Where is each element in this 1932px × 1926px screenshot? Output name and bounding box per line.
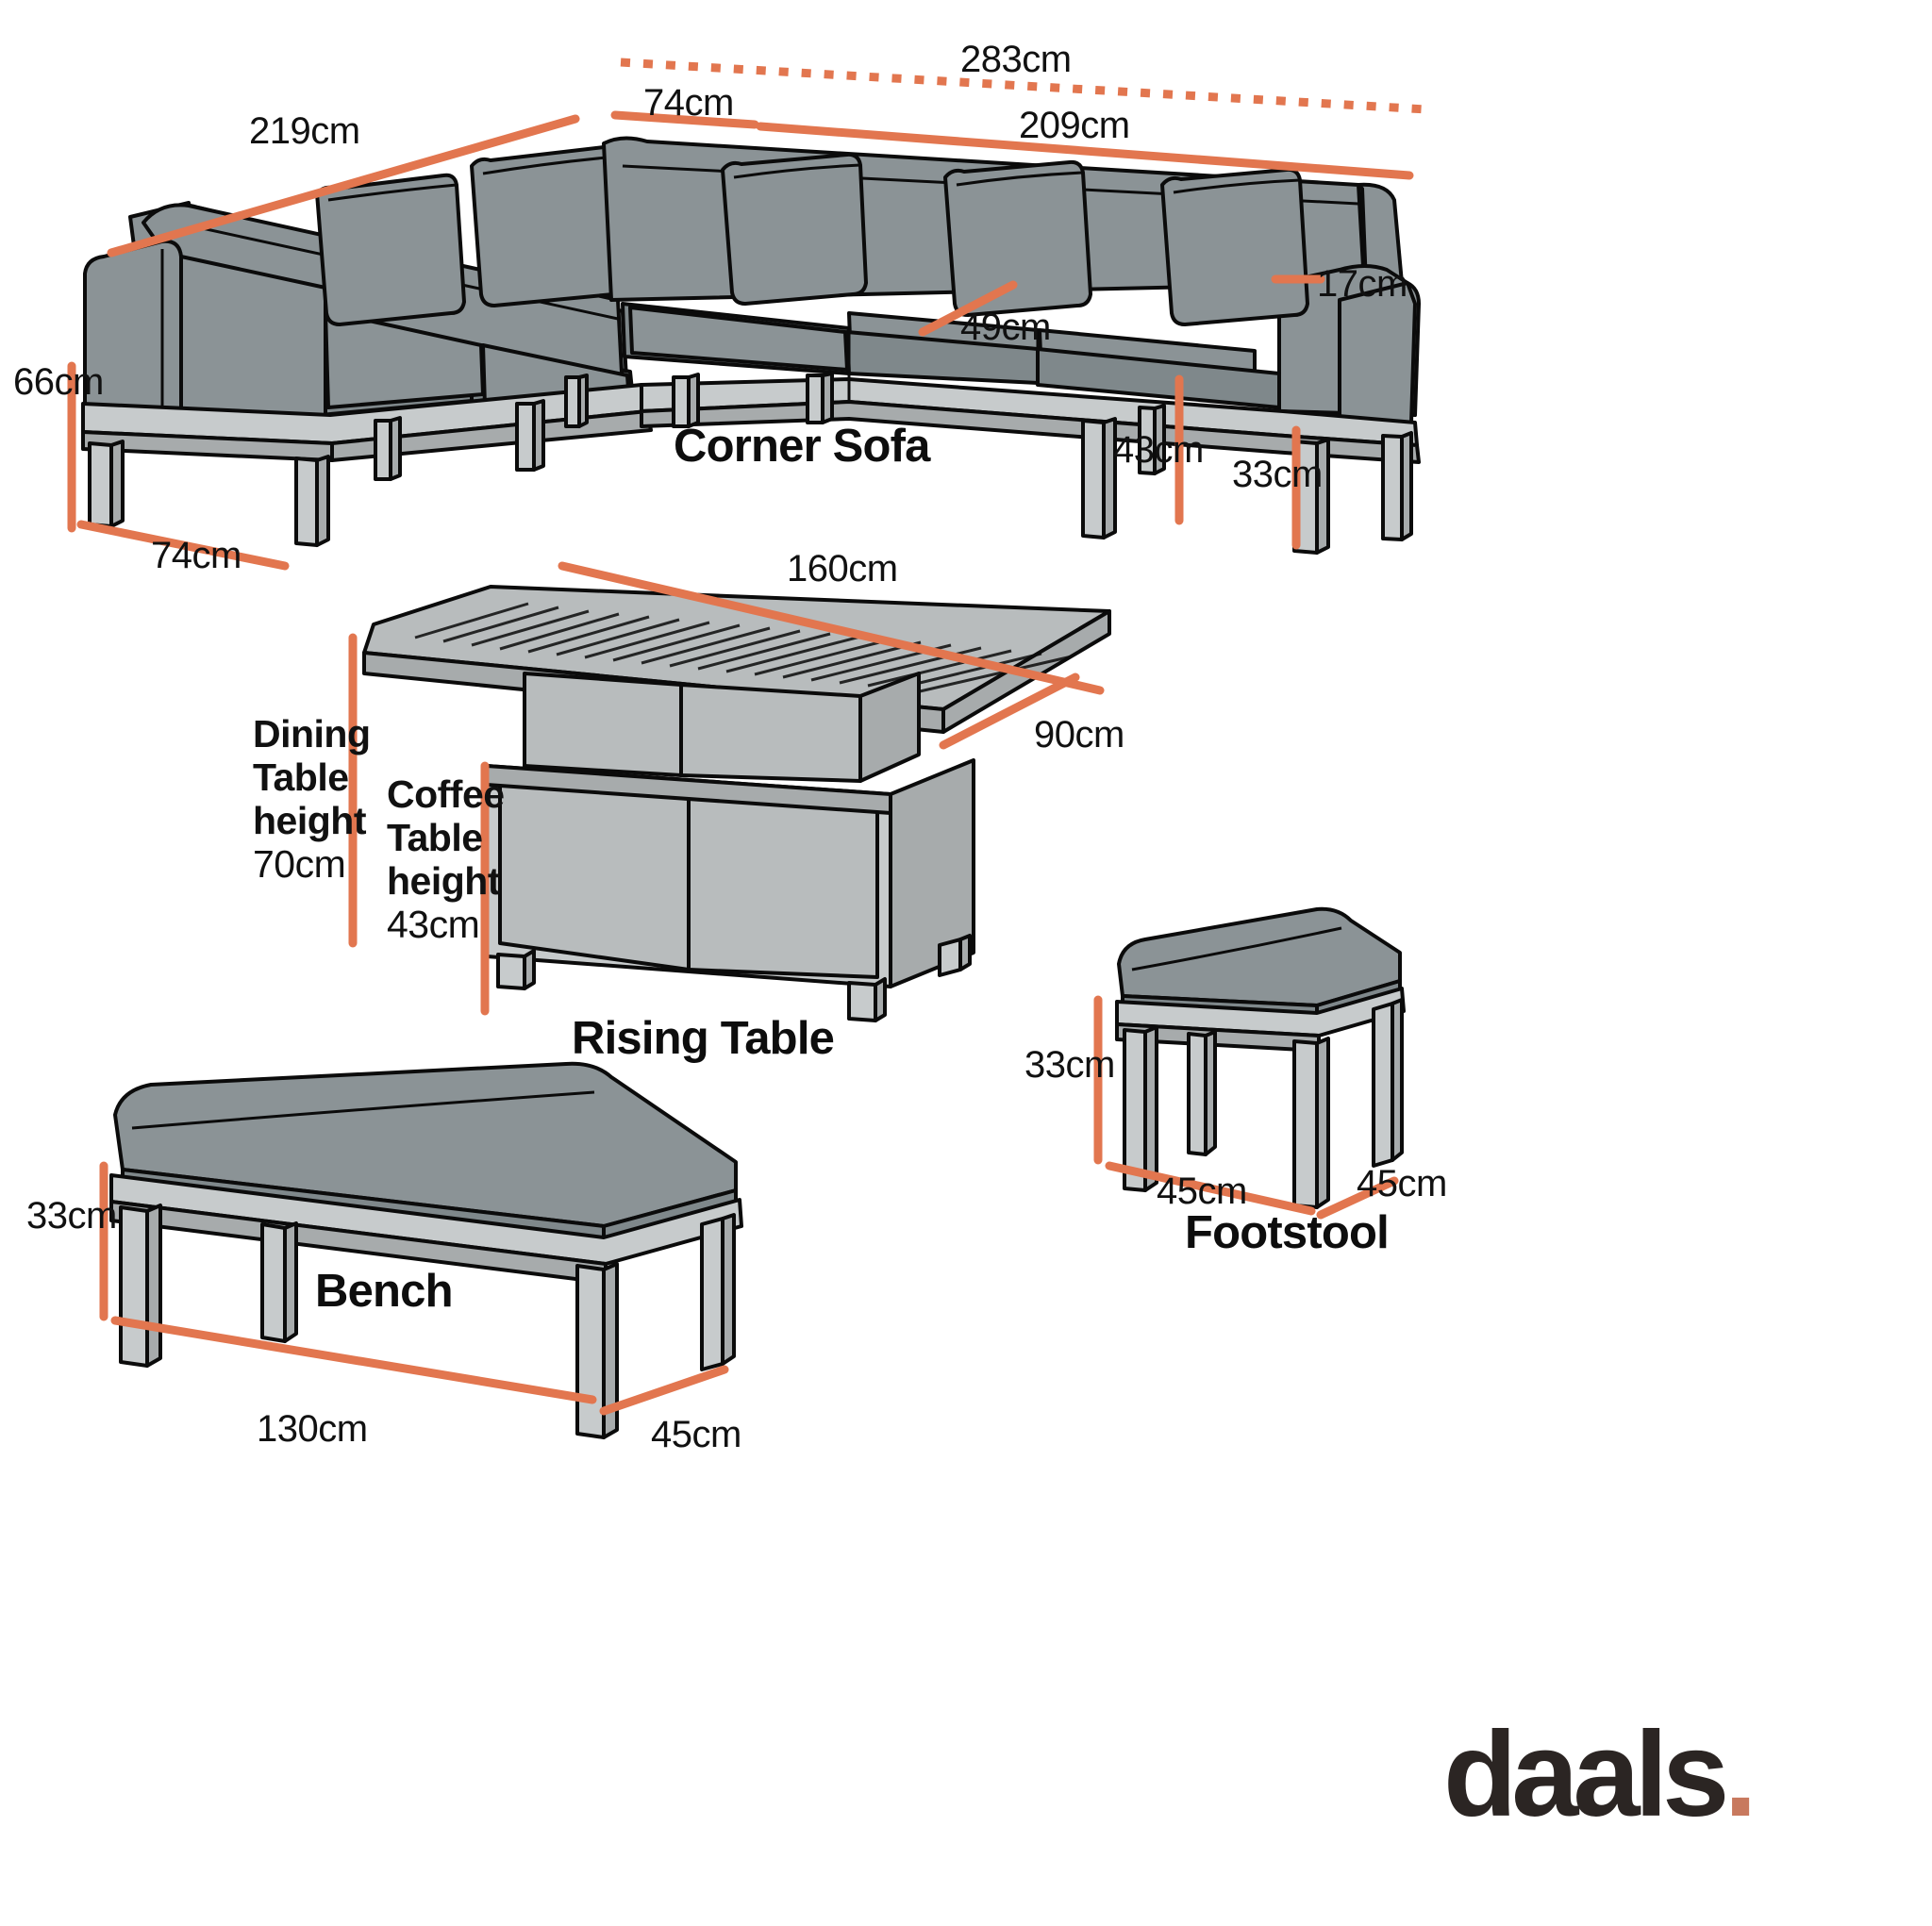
dimension-label-bench-length: 130cm: [257, 1408, 368, 1450]
dining-line-3: height: [253, 798, 366, 842]
coffee-line-1: Coffee: [387, 772, 505, 816]
dim-219: [107, 114, 580, 257]
dining-line-1: Dining: [253, 712, 371, 755]
dimension-label-sofa-arm-width: 17cm: [1317, 263, 1407, 305]
dimension-label-bench-height: 33cm: [26, 1195, 117, 1237]
bench-dimension-lines: [99, 1161, 729, 1416]
logo-wordmark: daals: [1443, 1707, 1729, 1842]
dim-209: [756, 122, 1414, 180]
dimension-label-sofa-depth: 74cm: [151, 535, 242, 576]
dimension-label-sofa-left-width: 219cm: [249, 110, 360, 152]
logo-dot: .: [1724, 1707, 1757, 1842]
dining-value: 70cm: [253, 841, 346, 886]
footstool-dimension-lines: [1093, 995, 1399, 1220]
dimension-label-sofa-corner-width: 74cm: [643, 82, 734, 124]
dimension-label-footstool-depth: 45cm: [1357, 1163, 1447, 1204]
dimension-label-sofa-seat-depth: 49cm: [960, 307, 1051, 348]
product-title-corner-sofa: Corner Sofa: [674, 421, 930, 472]
dimension-label-sofa-right-width: 209cm: [1019, 105, 1130, 146]
dim-49: [918, 280, 1018, 337]
product-title-bench: Bench: [315, 1266, 454, 1317]
coffee-value: 43cm: [387, 902, 480, 946]
dim-foot-45w: [1105, 1161, 1316, 1216]
dimension-label-table-depth: 90cm: [1034, 714, 1124, 755]
dimension-label-sofa-arm-height: 43cm: [1113, 429, 1204, 471]
dim-foot-45d: [1316, 1176, 1399, 1220]
dimension-label-bench-depth: 45cm: [651, 1414, 741, 1455]
corner-sofa-illustration: [81, 136, 1421, 555]
dining-line-2: Table: [253, 755, 349, 799]
dim-74-top: [610, 110, 759, 129]
dim-bench-130: [110, 1316, 597, 1404]
footstool-illustration: [1115, 906, 1406, 1209]
dim-74-depth: [76, 520, 290, 571]
dimension-label-footstool-height: 33cm: [1024, 1044, 1115, 1086]
dimension-label-sofa-overall-width: 283cm: [960, 39, 1072, 80]
coffee-line-2: Table: [387, 815, 483, 859]
dimension-label-table-length: 160cm: [787, 548, 898, 589]
dim-bench-45: [599, 1365, 729, 1416]
dimension-label-sofa-seat-height: 33cm: [1232, 454, 1323, 495]
rising-table-dimension-lines: [348, 561, 1105, 1016]
bench-illustration: [109, 1061, 743, 1439]
dimension-label-dining-table-height: Dining Table height 70cm: [253, 712, 371, 887]
product-title-rising-table: Rising Table: [572, 1013, 835, 1064]
corner-sofa-dimension-lines: [67, 58, 1427, 571]
coffee-line-3: height: [387, 858, 500, 903]
product-title-footstool: Footstool: [1185, 1207, 1390, 1258]
dimension-label-sofa-back-height: 66cm: [13, 361, 104, 403]
dim-160: [558, 561, 1105, 695]
dimension-label-coffee-table-height: Coffee Table height 43cm: [387, 772, 505, 947]
dimension-label-footstool-width: 45cm: [1157, 1171, 1247, 1212]
rising-table-illustration: [362, 585, 1111, 1022]
dim-90: [939, 672, 1080, 750]
daals-logo: daals.: [1443, 1715, 1757, 1835]
